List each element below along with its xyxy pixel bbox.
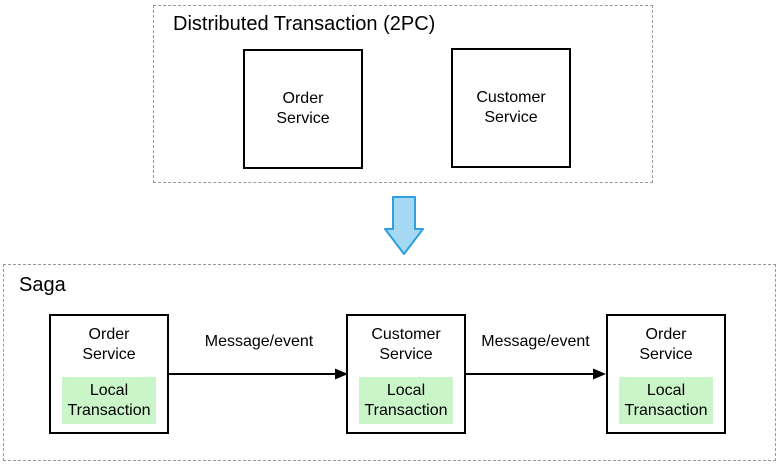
- local-transaction-box: Local Transaction: [619, 377, 713, 424]
- group-title-saga: Saga: [19, 274, 66, 296]
- node-saga-order-service-1: Order Service Local Transaction: [49, 314, 169, 434]
- node-label: Customer Service: [476, 89, 546, 126]
- node-2pc-order-service: Order Service: [243, 49, 363, 169]
- group-title-2pc: Distributed Transaction (2PC): [173, 13, 436, 35]
- edge-arrow-2: [464, 368, 606, 380]
- transform-down-arrow-icon: [384, 196, 424, 255]
- group-distributed-transaction-2pc: Distributed Transaction (2PC) Order Serv…: [153, 5, 653, 183]
- down-arrow-shape: [384, 196, 424, 255]
- node-label: Order Service: [276, 90, 330, 127]
- local-transaction-label: Local Transaction: [67, 381, 151, 419]
- edge-arrow-1: [169, 368, 348, 380]
- node-label: Order Service: [82, 326, 136, 363]
- local-transaction-label: Local Transaction: [624, 381, 708, 419]
- node-label: Customer Service: [371, 326, 441, 363]
- edge-label-message-event-1: Message/event: [204, 333, 314, 350]
- node-label: Order Service: [639, 326, 693, 363]
- node-2pc-customer-service: Customer Service: [451, 48, 571, 168]
- local-transaction-box: Local Transaction: [62, 377, 156, 424]
- edge-label-message-event-2: Message/event: [481, 333, 590, 350]
- group-saga: Saga Order Service Local Transaction Mes…: [3, 264, 776, 461]
- node-saga-order-service-2: Order Service Local Transaction: [606, 314, 726, 434]
- edge-arrowhead-icon: [593, 368, 606, 380]
- local-transaction-label: Local Transaction: [364, 381, 448, 419]
- local-transaction-box: Local Transaction: [359, 377, 453, 424]
- node-saga-customer-service: Customer Service Local Transaction: [346, 314, 466, 434]
- edge-arrowhead-icon: [335, 368, 348, 380]
